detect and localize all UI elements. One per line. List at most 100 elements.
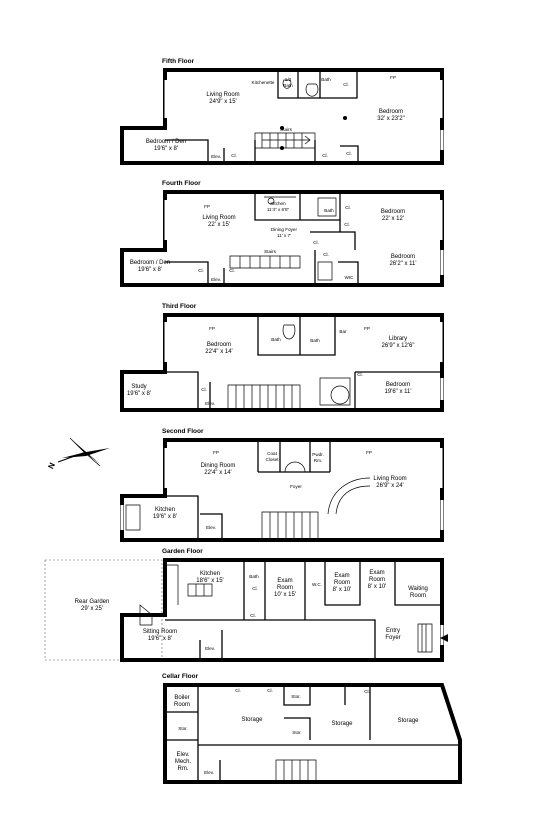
elevator-label: Elev. (206, 525, 216, 530)
storage-closet-label-c: Stor. (292, 730, 301, 735)
boiler-room-label-2: Room (174, 702, 190, 708)
half-bath-label: 1/2 (285, 77, 292, 82)
elevator-label: Elev. (211, 277, 221, 282)
fireplace-label: FP (213, 450, 219, 455)
living-room-dims: 26'9" x 24' (376, 483, 403, 489)
fireplace-label: FP (204, 204, 210, 209)
room-labels: FP Kitchen 11'4" x 6'8" Bath Cl. Bedroom… (130, 201, 417, 282)
storage-label-b: Storage (331, 721, 353, 727)
bedroom-b-label: Bedroom (391, 254, 415, 260)
exam-room-a-label-2: Room (277, 585, 293, 591)
interior-walls (165, 685, 460, 783)
dining-foyer-dims: 11' x 7' (277, 233, 291, 238)
entry-foyer-label: Entry (386, 628, 400, 634)
fourth-floor: Fourth Floor FP Kitchen 11'4" x 6'8" Bat… (120, 180, 444, 287)
bedroom-label: Bedroom (381, 209, 405, 215)
fireplace-label: FP (390, 75, 396, 80)
fireplace-label-b: FP (366, 450, 372, 455)
bedroom-dims: 22' x 12' (382, 216, 404, 222)
living-room-dims: 24'9" x 15' (209, 99, 236, 105)
room-labels: FP FP Bath Bath Bar Bedroom 22'4" x 14' … (127, 326, 415, 406)
bedroom-b-dims: 26'2" x 11' (390, 261, 417, 267)
elevator-label: Elev. (205, 646, 215, 651)
powder-room-label-2: Rm. (314, 458, 322, 463)
bedroom-label: Bedroom (379, 109, 403, 115)
living-room-dims: 22' x 15' (208, 222, 230, 228)
bath-label: Bath (324, 208, 334, 213)
elev-mech-room-label-3: Rm. (178, 766, 189, 772)
study-dims: 19'6" x 8' (127, 391, 151, 397)
closet-label-c: Cl. (313, 240, 319, 245)
bedroom-den-label: Bedroom / Den (146, 139, 186, 145)
foyer-label: Foyer (290, 484, 302, 489)
compass-north-label: N (46, 461, 57, 470)
bedroom-dims: 22'4" x 14' (205, 349, 232, 355)
interior-walls (125, 440, 371, 541)
coat-closet-label: Coat (267, 451, 277, 456)
exam-room-b-label: Exam (334, 573, 349, 579)
bath-label: Bath (271, 337, 281, 342)
exterior-wall (120, 313, 444, 412)
second-floor: Second Floor FP Coat Closet Pwdr. Rm. FP… (120, 428, 444, 542)
closet-label-b: Cl. (231, 153, 237, 158)
floor-title: Fifth Floor (162, 58, 195, 65)
garden-floor: Garden Floor Rear Garden 29' x 25' Kitch… (44, 548, 448, 662)
kitchen-label: Kitchen (270, 201, 286, 206)
elevator-label: Elev. (204, 770, 214, 775)
elevator-label: Elev. (211, 154, 221, 159)
kitchenette-label: Kitchenette (252, 80, 275, 85)
living-room-label: Living Room (206, 92, 239, 98)
closet-label: Cl. (201, 387, 207, 392)
powder-room-label: Pwdr. (312, 452, 324, 457)
closet-label-b: Cl. (267, 688, 273, 693)
room-labels: Kitchenette 1/2 Bath Bath Cl. FP Living … (146, 75, 405, 159)
closet-label-d: Cl. (346, 151, 352, 156)
boiler-room-label: Boiler (174, 695, 189, 701)
bedroom-label: Bedroom (207, 342, 231, 348)
interior-walls (165, 70, 359, 163)
stairs-label: Stairs (280, 127, 292, 132)
room-labels: FP Coat Closet Pwdr. Rm. FP Dining Room … (153, 450, 407, 530)
exam-room-b-label-2: Room (334, 580, 350, 586)
half-bath-label-2: Bath (283, 83, 293, 88)
floor-title: Fourth Floor (162, 180, 201, 187)
room-labels: Rear Garden 29' x 25' Kitchen 18'6" x 15… (75, 570, 428, 651)
cellar-floor: Cellar Floor Boiler Room Cl. Cl. Stor. C… (162, 673, 462, 784)
floor-title: Cellar Floor (162, 673, 199, 680)
living-room-label: Living Room (202, 215, 235, 221)
closet-label-c: Cl. (364, 689, 370, 694)
closet-label-e: Cl. (229, 268, 235, 273)
room-labels: Boiler Room Cl. Cl. Stor. Cl. Stor. Stor… (174, 688, 419, 775)
exam-room-c-label: Exam (369, 570, 384, 576)
sitting-room-dims: 19'6" x 8' (148, 636, 172, 642)
bath-label-b: Bath (310, 338, 320, 343)
waiting-room-label: Waiting (408, 586, 428, 592)
wic-label: WIC (345, 275, 355, 280)
interior-walls (165, 192, 359, 285)
exterior-wall (120, 438, 444, 542)
study-label: Study (131, 384, 146, 390)
exam-room-c-dims: 8' x 10' (368, 584, 387, 590)
kitchen-dims: 11'4" x 6'8" (267, 207, 290, 212)
bedroom-b-label: Bedroom (386, 382, 410, 388)
exam-room-b-dims: 8' x 10' (333, 587, 352, 593)
exterior-wall (163, 683, 462, 784)
coat-closet-label-2: Closet (265, 457, 279, 462)
exterior-wall (120, 558, 444, 662)
bedroom-den-dims: 19'6" x 8' (138, 267, 162, 273)
elev-mech-room-label: Elev. (177, 752, 190, 758)
fireplace-label-b: FP (364, 326, 370, 331)
closet-label-c: Cl. (322, 153, 328, 158)
storage-closet-label: Stor. (291, 694, 300, 699)
dining-room-dims: 22'4" x 14' (204, 470, 231, 476)
bedroom-den-label: Bedroom / Den (130, 260, 170, 266)
kitchen-dims: 19'6" x 8' (153, 514, 177, 520)
storage-label-c: Storage (397, 718, 419, 724)
waiting-room-label-2: Room (410, 593, 426, 599)
sitting-room-label: Sitting Room (143, 629, 177, 635)
closet-label: Cl. (343, 82, 349, 87)
exterior-wall (120, 190, 444, 287)
bar-label: Bar (339, 329, 347, 334)
wc-label: W.C. (312, 582, 322, 587)
